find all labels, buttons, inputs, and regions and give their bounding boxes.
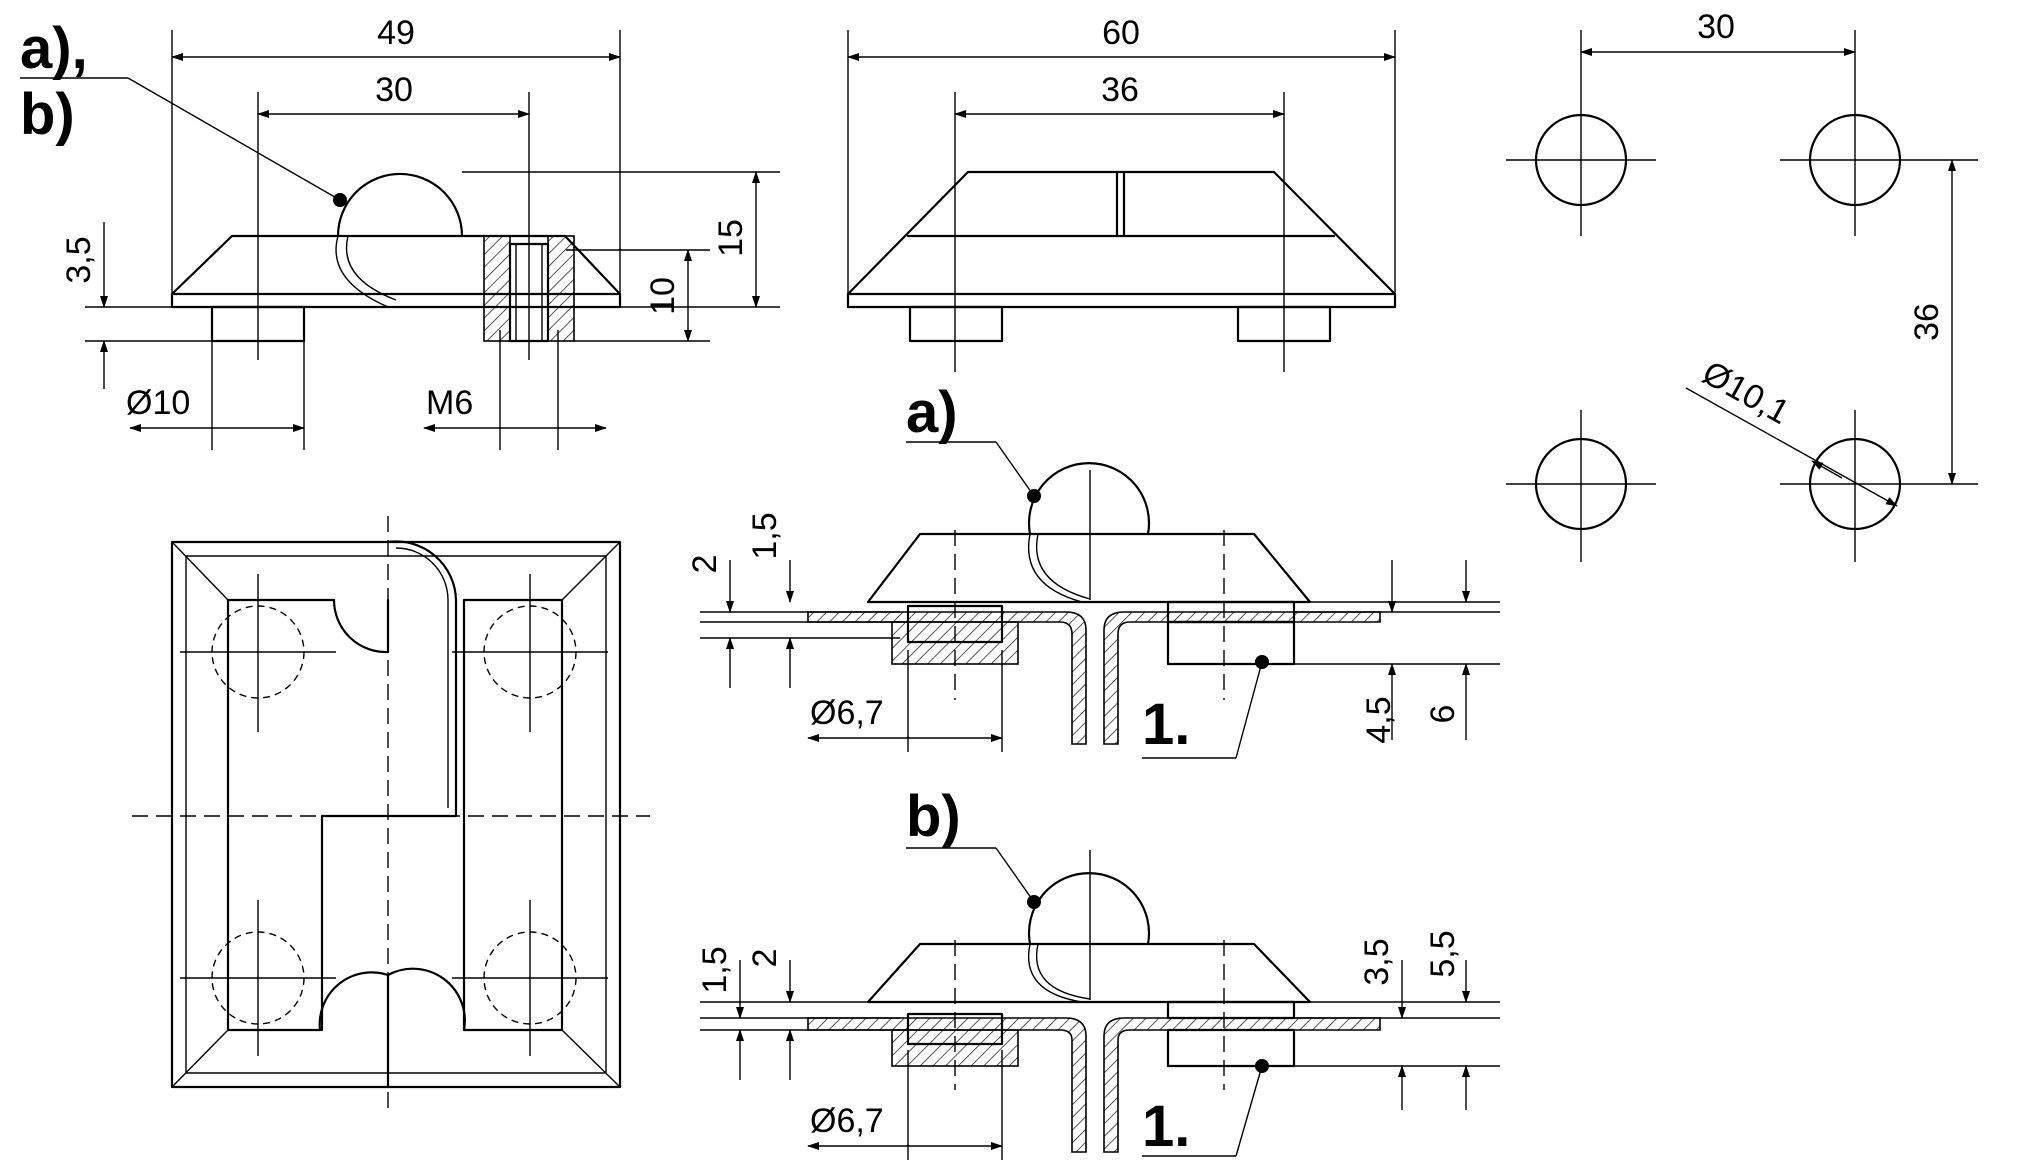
dim-a-6: 6 — [1424, 705, 1462, 724]
dim-10: 10 — [644, 277, 682, 315]
plan-view — [132, 516, 650, 1112]
dim-m6: M6 — [426, 384, 473, 422]
dim-30-holes: 30 — [1697, 8, 1735, 46]
dim-49: 49 — [377, 14, 415, 52]
dim-b-d6-7: Ø6,7 — [810, 1102, 884, 1140]
dim-a-2: 2 — [686, 555, 724, 574]
dim-3-5: 3,5 — [60, 236, 98, 283]
dim-a-4-5: 4,5 — [1360, 696, 1398, 743]
dim-60: 60 — [1102, 14, 1140, 52]
dim-36-holes: 36 — [1908, 303, 1946, 341]
label-1-b: 1. — [1142, 1094, 1190, 1159]
label-a: a) — [906, 380, 958, 445]
hole-pattern: 30 36 Ø10,1 — [1506, 8, 1978, 562]
side-view: 60 36 — [846, 14, 1397, 372]
label-b: b) — [906, 784, 961, 849]
label-ab: a), — [20, 16, 88, 81]
label-1-a: 1. — [1142, 692, 1190, 757]
dim-b-2: 2 — [746, 949, 784, 968]
dim-d10: Ø10 — [126, 384, 190, 422]
dim-a-d6-7: Ø6,7 — [810, 694, 884, 732]
label-ab-b: b) — [20, 82, 75, 147]
dim-36-side: 36 — [1101, 71, 1139, 109]
section-a: 2 1,5 Ø6,7 4,5 6 a) 1. — [686, 380, 1500, 759]
dim-b-5-5: 5,5 — [1424, 930, 1462, 977]
dim-d10-1: Ø10,1 — [1696, 354, 1795, 432]
front-view: 49 30 15 10 3,5 Ø10 M6 a), b) — [20, 14, 780, 450]
dim-b-1-5: 1,5 — [696, 946, 734, 993]
section-b: 1,5 2 Ø6,7 3,5 5,5 b) 1. — [696, 784, 1500, 1160]
dim-30-top: 30 — [375, 71, 413, 109]
dim-15: 15 — [712, 219, 750, 257]
dim-a-1-5: 1,5 — [746, 512, 784, 559]
dim-b-3-5: 3,5 — [1358, 938, 1396, 985]
